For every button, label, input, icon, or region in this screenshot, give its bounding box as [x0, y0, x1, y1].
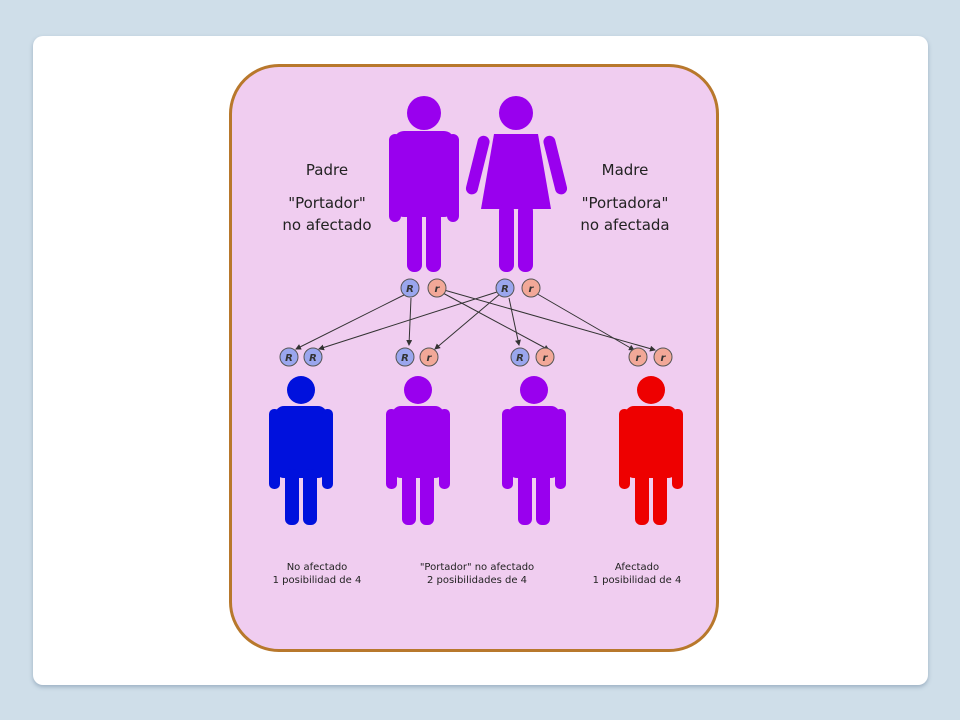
inheritance-arrows: [295, 289, 656, 352]
father-status-line1: "Portador": [288, 194, 366, 212]
outcome-affected-line2: 1 posibilidad de 4: [593, 575, 682, 586]
father-allele-1: R: [406, 284, 414, 295]
mother-title: Madre: [602, 161, 649, 179]
child-2-alleles: R r: [395, 347, 439, 367]
outcome-affected-line1: Afectado: [615, 562, 659, 573]
child-2-allele-1: R: [401, 353, 409, 364]
child-1-allele-2: R: [309, 353, 317, 364]
child-2-allele-2: r: [427, 353, 433, 364]
mother-figure: [465, 96, 568, 272]
mother-allele-2: r: [529, 284, 535, 295]
child-3-allele-1: R: [516, 353, 524, 364]
mother-status-line2: no afectada: [580, 216, 669, 234]
child-4-allele-2: r: [661, 353, 667, 364]
outcome-carrier-line2: 2 posibilidades de 4: [427, 575, 527, 586]
mother-status-line1: "Portadora": [582, 194, 669, 212]
father-allele-2: r: [435, 284, 441, 295]
mother-allele-1: R: [501, 284, 509, 295]
inheritance-diagram: Padre "Portador" no afectado Madre "Port…: [269, 96, 683, 586]
child-1-alleles: R R: [279, 347, 323, 367]
outcome-carrier-line1: "Portador" no afectado: [420, 562, 534, 573]
father-status-line2: no afectado: [282, 216, 371, 234]
child-4-allele-1: r: [636, 353, 642, 364]
father-alleles: R r: [400, 278, 447, 298]
mother-alleles: R r: [495, 278, 541, 298]
child-2-figure-carrier: [386, 376, 450, 525]
outcome-unaffected-line1: No afectado: [287, 562, 348, 573]
child-3-allele-2: r: [543, 353, 549, 364]
child-3-figure-carrier: [502, 376, 566, 525]
child-1-allele-1: R: [285, 353, 293, 364]
child-1-figure-unaffected: [269, 376, 333, 525]
child-4-alleles: r r: [628, 347, 673, 367]
father-title: Padre: [306, 161, 348, 179]
child-3-alleles: R r: [510, 347, 555, 367]
child-4-figure-affected: [619, 376, 683, 525]
father-figure: [389, 96, 459, 272]
outcome-unaffected-line2: 1 posibilidad de 4: [273, 575, 362, 586]
